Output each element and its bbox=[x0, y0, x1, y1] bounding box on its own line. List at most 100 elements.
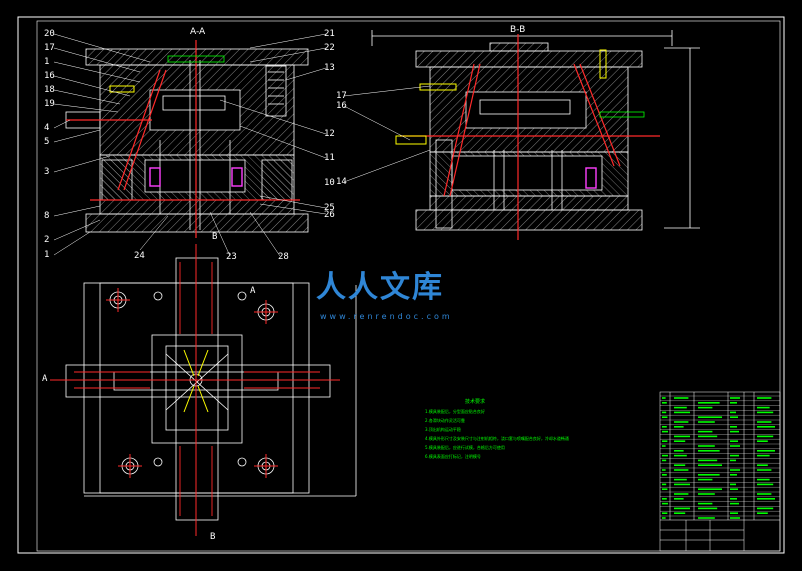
part-number: 22 bbox=[324, 43, 335, 53]
title-block-entry-mark bbox=[662, 459, 667, 462]
title-block-entry-mark bbox=[730, 488, 738, 490]
title-block-entry-mark bbox=[674, 483, 690, 486]
title-block-entry-mark bbox=[757, 411, 774, 414]
part-number: 25 bbox=[324, 203, 335, 213]
title-block-entry-mark bbox=[698, 402, 720, 404]
title-block-entry-mark bbox=[674, 493, 689, 495]
inner-border bbox=[36, 20, 781, 552]
title-block-entry-mark bbox=[698, 435, 718, 438]
part-number: 4 bbox=[44, 123, 50, 133]
part-number: 12 bbox=[324, 129, 335, 139]
cut-mark-a-left: A bbox=[42, 374, 48, 384]
title-block-entry-mark bbox=[662, 474, 667, 476]
title-block-entry-mark bbox=[698, 517, 715, 519]
cut-mark-b-bottom: B bbox=[210, 532, 216, 542]
title-block-entry-mark bbox=[698, 464, 722, 466]
part-number: 23 bbox=[226, 252, 237, 262]
leader-lines-bb bbox=[343, 85, 431, 183]
title-block-entry-mark bbox=[674, 478, 687, 481]
title-block-entry-mark bbox=[757, 406, 770, 409]
part-number: 16 bbox=[336, 101, 347, 111]
part-number: 10 bbox=[324, 178, 335, 188]
title-block-entry-mark bbox=[662, 502, 668, 505]
note-line: 1.模具装配后，分型面应贴合良好 bbox=[425, 409, 485, 414]
title-block-entry-mark bbox=[662, 426, 667, 428]
title-block-entry-mark bbox=[674, 498, 684, 500]
title-block-entry-mark bbox=[698, 445, 715, 447]
part-number: 1 bbox=[44, 250, 50, 260]
title-block-entry-mark bbox=[698, 416, 722, 418]
title-block-entry-mark bbox=[698, 406, 713, 409]
section-bb-view bbox=[371, 30, 700, 231]
title-block-entry-mark bbox=[730, 459, 736, 462]
title-block-entry-mark bbox=[662, 411, 667, 414]
part-number: 8 bbox=[44, 211, 50, 221]
part-number: 5 bbox=[44, 137, 50, 147]
title-block-entry-mark bbox=[674, 464, 686, 466]
title-block-entry-mark bbox=[662, 488, 668, 490]
title-block-entry-mark bbox=[674, 421, 689, 423]
watermark-url: www.renrendoc.com bbox=[320, 312, 453, 321]
title-block-entry-mark bbox=[730, 416, 738, 418]
note-line: 5.模具装配后，应进行试模，合格后方可使用 bbox=[425, 445, 505, 450]
title-block-entry-mark bbox=[662, 483, 667, 486]
notes-title: 技术要求 bbox=[465, 399, 486, 405]
title-block-entry-mark bbox=[730, 474, 737, 476]
part-number: 17 bbox=[44, 43, 55, 53]
title-block-entry-mark bbox=[730, 469, 740, 471]
title-block-entry-mark bbox=[757, 483, 774, 486]
title-block-entry-mark bbox=[757, 454, 770, 457]
title-block bbox=[659, 391, 781, 552]
part-number: 26 bbox=[324, 210, 335, 220]
plan-view bbox=[65, 257, 357, 521]
title-block-entry-mark bbox=[698, 488, 722, 490]
title-block-entry-mark bbox=[757, 464, 768, 466]
title-block-entry-mark bbox=[698, 507, 718, 510]
section-bb-title: B-B bbox=[510, 25, 526, 35]
cut-mark-b-top: B bbox=[212, 232, 218, 242]
title-block-entry-mark bbox=[730, 426, 737, 428]
technical-notes: 技术要求 1.模具装配后，分型面应贴合良好 2.各滑块动作灵活可靠 3.顶出机构… bbox=[425, 398, 575, 461]
title-block-entry-mark bbox=[757, 507, 774, 510]
title-block-entry-mark bbox=[698, 450, 720, 452]
title-block-entry-mark bbox=[662, 402, 667, 404]
title-block-entry-mark bbox=[674, 406, 687, 409]
title-block-entry-mark bbox=[757, 450, 775, 452]
title-block-entry-mark bbox=[730, 454, 739, 457]
title-block-entry-mark bbox=[662, 430, 668, 433]
title-block-entry-mark bbox=[674, 512, 686, 514]
title-block-entry-mark bbox=[698, 421, 715, 423]
title-block-entry-mark bbox=[730, 440, 738, 442]
title-block-entry-mark bbox=[730, 498, 737, 500]
angle-pins-bb bbox=[400, 34, 660, 240]
part-number: 18 bbox=[44, 85, 55, 95]
title-block-entry-mark bbox=[730, 445, 740, 447]
title-block-entry-mark bbox=[698, 502, 713, 505]
title-block-entry-mark bbox=[730, 483, 736, 486]
title-block-entry-mark bbox=[698, 459, 718, 462]
title-block-entry-mark bbox=[674, 440, 686, 442]
title-block-entry-mark bbox=[757, 478, 770, 481]
part-number: 17 bbox=[336, 91, 347, 101]
colored-parts-aa bbox=[109, 55, 243, 187]
plan-yellow-parts bbox=[183, 349, 209, 413]
note-line: 4.模具外形尺寸及安装尺寸与注射机相符，浇口套与喷嘴配合良好，冷却水道畅通 bbox=[425, 436, 569, 441]
note-line: 3.顶出机构运动平稳 bbox=[425, 427, 461, 432]
title-block-entry-mark bbox=[730, 430, 739, 433]
title-block-entry-mark bbox=[662, 397, 666, 399]
leader-lines-aa bbox=[53, 33, 327, 257]
title-block-entry-mark bbox=[730, 397, 740, 399]
cut-mark-a-right: A bbox=[250, 286, 256, 296]
title-block-entry-mark bbox=[662, 440, 668, 442]
title-block-entry-mark bbox=[698, 478, 713, 481]
outer-border bbox=[17, 16, 785, 554]
title-block-rows bbox=[660, 395, 780, 517]
title-block-entries bbox=[662, 397, 775, 519]
plan-centerlines bbox=[50, 244, 340, 536]
title-block-entry-mark bbox=[662, 469, 666, 471]
part-number: 21 bbox=[324, 29, 335, 39]
part-number: 1 bbox=[44, 57, 50, 67]
title-block-entry-mark bbox=[730, 411, 736, 414]
title-block-entry-mark bbox=[674, 450, 684, 452]
